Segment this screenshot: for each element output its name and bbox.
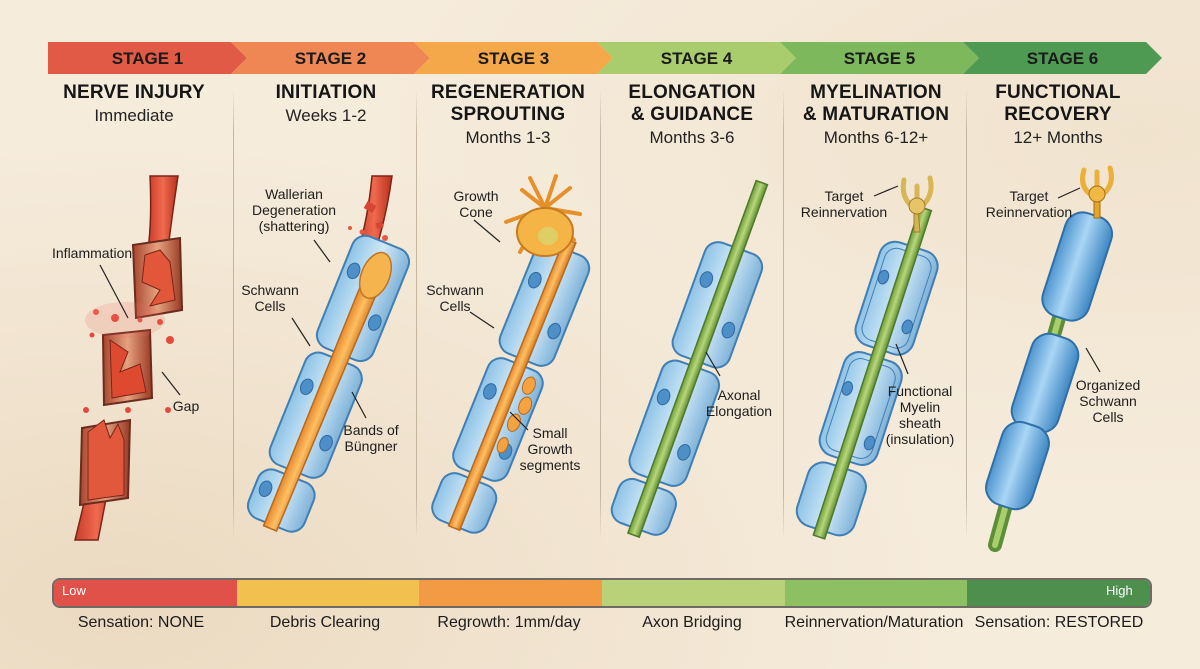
- stage-1-illustration: [74, 175, 184, 541]
- stage-1-banner-label: STAGE 1: [112, 49, 183, 68]
- bottom-label-3: Regrowth: 1mm/day: [437, 614, 581, 631]
- stage-5-banner: [780, 42, 979, 74]
- bottom-label-2: Debris Clearing: [269, 614, 381, 631]
- progress-segment-6: [967, 580, 1150, 606]
- stage-5-time: Months 6-12+: [823, 128, 929, 147]
- stage-5-header: MYELINATION & MATURATION Months 6-12+: [784, 82, 968, 148]
- progress-segment-3: [419, 580, 603, 606]
- annotation-schwann-cells-2: Schwann Cells: [241, 282, 299, 314]
- stage-5-title: MYELINATION & MATURATION: [802, 82, 950, 125]
- annotation-functional-myelin-sheath: Functional Myelin sheath (insulation): [885, 383, 955, 447]
- target-ending-5: [900, 175, 934, 233]
- annotation-bands-of-bungner: Bands of Büngner: [343, 422, 399, 454]
- annotation-target-reinnervation-5: Target Reinnervation: [800, 188, 888, 220]
- progress-segment-1: [54, 580, 237, 606]
- annotation-gap: Gap: [172, 398, 200, 414]
- stage-2-illustration: [246, 175, 411, 533]
- stage-6-illustration: [985, 165, 1114, 552]
- stage-4-time: Months 3-6: [649, 128, 735, 147]
- stage-1-header: NERVE INJURY Immediate: [42, 82, 226, 126]
- progress-segment-2: [236, 580, 420, 606]
- progress-segment-5: [784, 580, 968, 606]
- stage-3-header: REGENERATION SPROUTING Months 1-3: [416, 82, 600, 148]
- stage-4-banner-label: STAGE 4: [661, 49, 733, 68]
- stage-5-banner-label: STAGE 5: [844, 49, 915, 68]
- progress-segment-4: [602, 580, 785, 606]
- progress-low-label: Low: [62, 583, 86, 598]
- stage-3-banner: [414, 42, 613, 74]
- bottom-label-6: Sensation: RESTORED: [974, 614, 1144, 631]
- column-divider: [966, 88, 967, 540]
- target-ending-6: [1080, 165, 1114, 219]
- stage-2-time: Weeks 1-2: [285, 106, 367, 125]
- stage-2-header: INITIATION Weeks 1-2: [234, 82, 418, 126]
- stage-6-time: 12+ Months: [1013, 128, 1103, 147]
- recovery-progress-bar: [52, 578, 1152, 608]
- stage-4-header: ELONGATION & GUIDANCE Months 3-6: [600, 82, 784, 148]
- stage-4-banner: [597, 42, 796, 74]
- stage-4-illustration: [610, 179, 769, 539]
- bottom-label-5: Reinnervation/Maturation: [784, 614, 964, 631]
- annotation-schwann-cells-3: Schwann Cells: [426, 282, 484, 314]
- stage-6-title: FUNCTIONAL RECOVERY: [995, 82, 1121, 125]
- column-divider: [233, 88, 234, 540]
- stage-1-time: Immediate: [94, 106, 174, 125]
- stage-5-illustration: [795, 175, 939, 540]
- stage-4-title: ELONGATION & GUIDANCE: [628, 82, 756, 125]
- stage-3-banner-label: STAGE 3: [478, 49, 549, 68]
- progress-high-label: High: [1106, 583, 1133, 598]
- annotation-target-reinnervation-6: Target Reinnervation: [985, 188, 1073, 220]
- bottom-label-1: Sensation: NONE: [77, 614, 205, 631]
- annotation-organized-schwann-cells: Organized Schwann Cells: [1075, 377, 1141, 425]
- column-divider: [416, 88, 417, 540]
- annotation-growth-cone: Growth Cone: [453, 188, 499, 220]
- annotation-inflammation: Inflammation: [52, 245, 133, 261]
- annotation-small-growth-segments: Small Growth segments: [519, 425, 581, 473]
- stage-3-title: REGENERATION SPROUTING: [430, 82, 586, 125]
- stage-3-time: Months 1-3: [465, 128, 551, 147]
- annotation-axonal-elongation: Axonal Elongation: [705, 387, 773, 419]
- growth-cone: [504, 174, 582, 257]
- stage-2-title: INITIATION: [275, 82, 377, 103]
- bottom-label-4: Axon Bridging: [642, 614, 742, 631]
- column-divider: [600, 88, 601, 540]
- stage-2-banner: [231, 42, 430, 74]
- stage-3-illustration: [431, 174, 591, 534]
- column-divider: [783, 88, 784, 540]
- stage-6-banner: [963, 42, 1162, 74]
- stage-1-title: NERVE INJURY: [63, 82, 205, 103]
- stage-6-header: FUNCTIONAL RECOVERY 12+ Months: [966, 82, 1150, 148]
- stage-1-banner: [48, 42, 247, 74]
- stage-2-banner-label: STAGE 2: [295, 49, 366, 68]
- annotation-wallerian-degeneration: Wallerian Degeneration (shattering): [251, 186, 337, 234]
- stage-6-banner-label: STAGE 6: [1027, 49, 1098, 68]
